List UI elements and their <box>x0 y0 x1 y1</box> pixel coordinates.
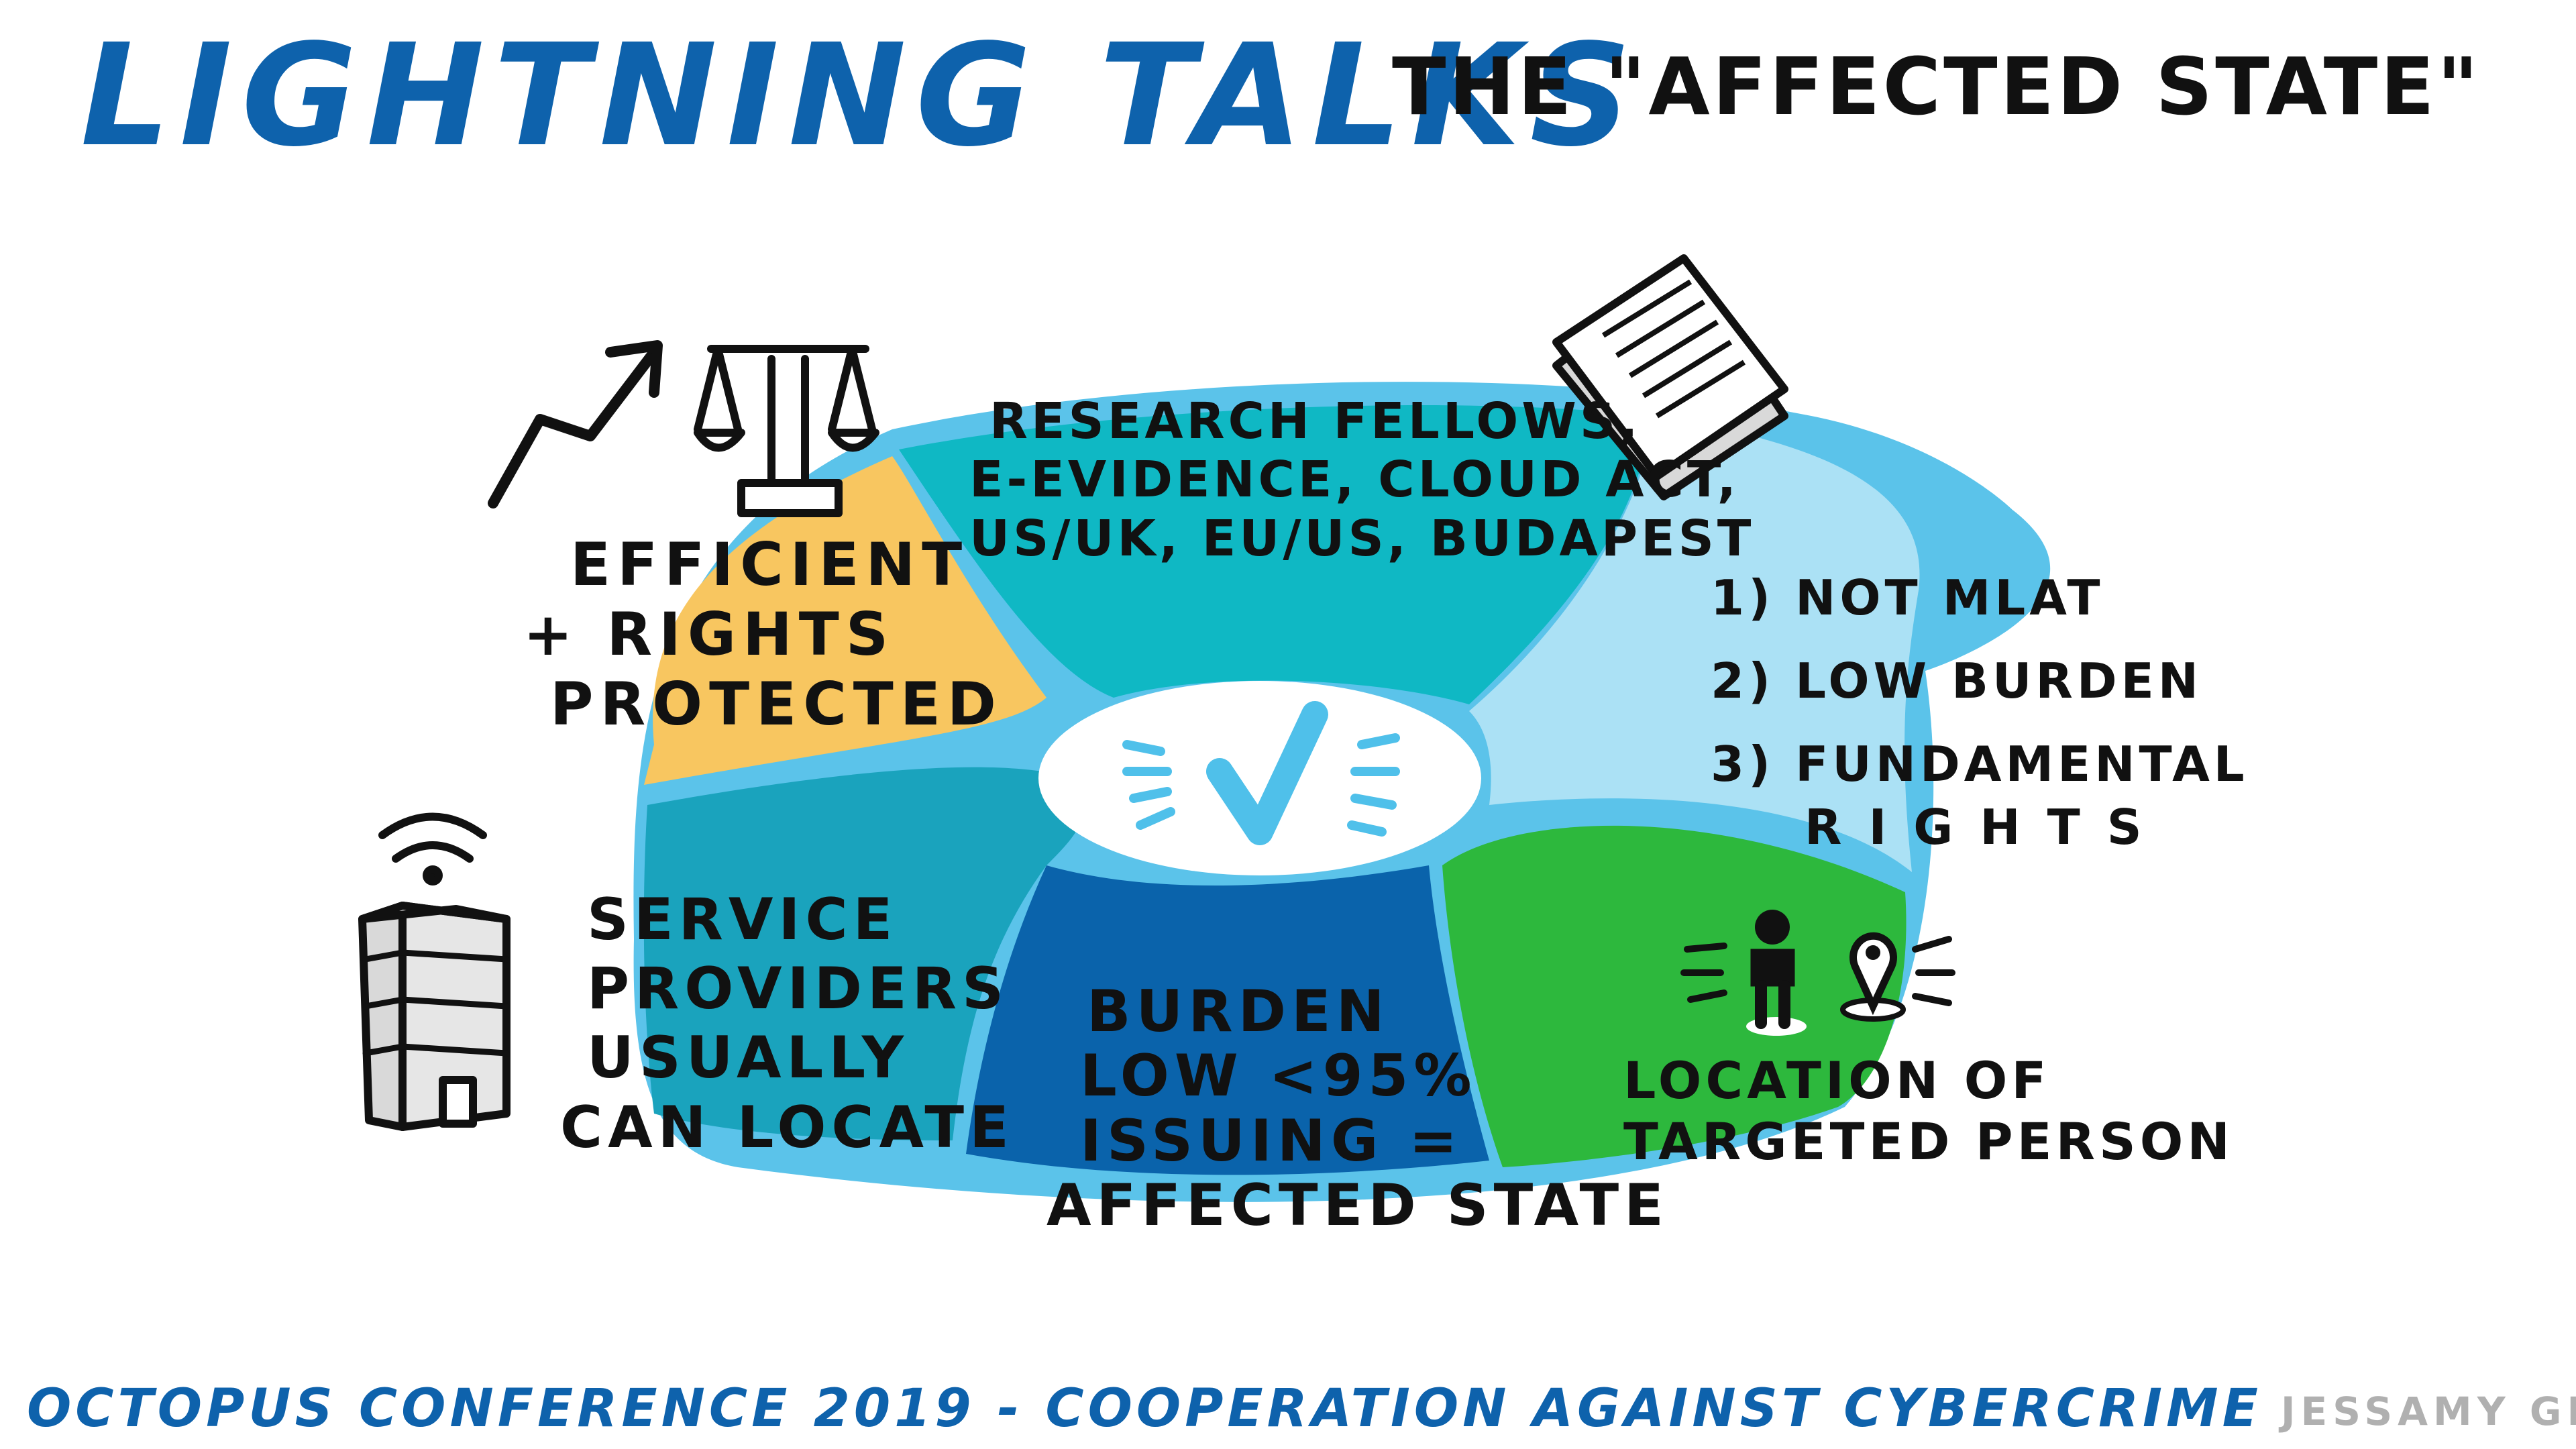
criteria-line-2: 2) LOW BURDEN <box>1711 652 2203 709</box>
person-icon <box>1680 910 1807 1036</box>
footer-event: OCTOPUS CONFERENCE 2019 - COOPERATION AG… <box>27 1379 2262 1439</box>
trend-arrow-icon <box>488 340 663 508</box>
burden-line-4: AFFECTED STATE <box>1046 1171 1669 1239</box>
service-line-4: CAN LOCATE <box>560 1093 1014 1161</box>
segment-yellow <box>644 456 1046 785</box>
segment-mid-teal <box>643 767 1085 1140</box>
label-location: LOCATION OF TARGETED PERSON <box>1623 1050 2234 1172</box>
label-criteria: 1) NOT MLAT 2) LOW BURDEN 3) FUNDAMENTAL… <box>1711 557 2249 856</box>
research-line-1: RESEARCH FELLOWS, <box>989 392 1642 450</box>
research-line-3: US/UK, EU/US, BUDAPEST <box>969 509 1755 568</box>
segment-pale-blue <box>1469 416 1920 872</box>
label-efficient-rights: EFFICIENT + RIGHTS PROTECTED <box>523 530 1003 739</box>
criteria-line-1: 1) NOT MLAT <box>1711 570 2104 626</box>
page-subtitle: THE "AFFECTED STATE" <box>1392 40 2481 133</box>
checkmark-icon <box>1122 701 1400 845</box>
scales-of-justice-icon <box>694 345 879 517</box>
label-service-providers: SERVICE PROVIDERS USUALLY CAN LOCATE <box>560 885 1014 1163</box>
label-burden: BURDEN LOW <95% ISSUING = AFFECTED STATE <box>1046 979 1669 1238</box>
research-line-2: E-EVIDENCE, CLOUD ACT, <box>969 451 1739 509</box>
burden-line-1: BURDEN <box>1087 978 1390 1045</box>
artist-credit: JESSAMY GEE <box>2281 1389 2576 1434</box>
page-title: LIGHTNING TALKS <box>80 13 1641 178</box>
service-line-3: USUALLY <box>587 1024 909 1092</box>
service-line-1: SERVICE <box>587 886 898 953</box>
efficient-line-3: PROTECTED <box>550 669 1003 739</box>
efficient-line-2: + RIGHTS <box>523 599 896 669</box>
efficient-line-1: EFFICIENT <box>570 530 969 599</box>
location-pin-icon <box>1840 932 1955 1022</box>
center-oval <box>1038 681 1481 875</box>
burden-line-2: LOW <95% <box>1080 1042 1477 1110</box>
location-line-1: LOCATION OF <box>1623 1051 2051 1110</box>
service-line-2: PROVIDERS <box>587 955 1009 1023</box>
label-research-fellows: RESEARCH FELLOWS, E-EVIDENCE, CLOUD ACT,… <box>969 392 1754 568</box>
criteria-line-3: 3) FUNDAMENTAL <box>1711 735 2249 792</box>
burden-line-3: ISSUING = <box>1080 1107 1463 1175</box>
building-wifi-icon <box>358 812 511 1131</box>
segment-green <box>1442 825 1907 1167</box>
location-line-2: TARGETED PERSON <box>1623 1112 2234 1172</box>
segment-dark-blue <box>966 865 1489 1175</box>
documents-icon <box>1552 254 1788 500</box>
criteria-line-4: RIGHTS <box>1805 799 2169 856</box>
segment-teal-top <box>899 405 1650 704</box>
